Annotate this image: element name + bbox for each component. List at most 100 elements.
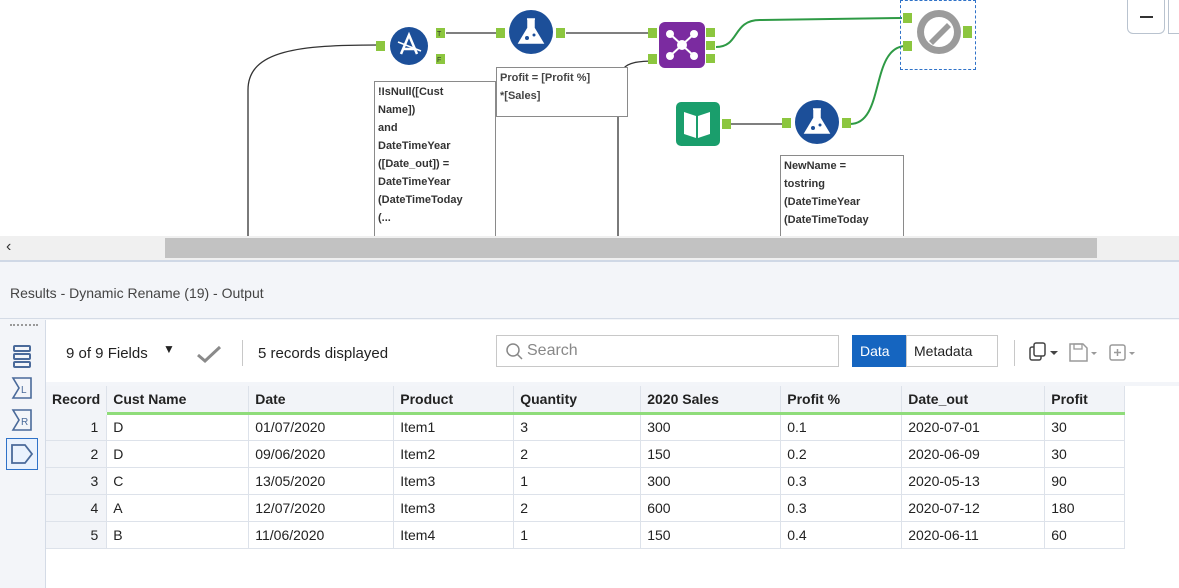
cell-profit[interactable]: 30 <box>1045 413 1125 440</box>
table-row[interactable]: 1 D 01/07/2020 Item1 3 300 0.1 2020-07-0… <box>46 413 1125 440</box>
header-2020-sales[interactable]: 2020 Sales <box>641 386 781 413</box>
results-table-container: Record Cust Name Date Product Quantity 2… <box>46 386 1179 588</box>
dynamic-rename-tool[interactable] <box>900 0 976 70</box>
table-row[interactable]: 4 A 12/07/2020 Item3 2 600 0.3 2020-07-1… <box>46 494 1125 521</box>
add-column-icon[interactable] <box>1108 342 1142 362</box>
cell-product[interactable]: Item2 <box>394 440 514 467</box>
cell-date-out[interactable]: 2020-07-12 <box>902 494 1045 521</box>
grip-handle[interactable] <box>10 324 38 327</box>
text-input-tool[interactable] <box>674 100 734 148</box>
cell-date-out[interactable]: 2020-06-09 <box>902 440 1045 467</box>
header-record[interactable]: Record <box>46 386 107 413</box>
filter-annotation: !IsNull([Cust Name]) and DateTimeYear ([… <box>374 81 496 236</box>
cell-record: 3 <box>46 467 107 494</box>
scrollbar-thumb[interactable] <box>165 238 1097 258</box>
separator <box>242 340 243 366</box>
cell-date[interactable]: 09/06/2020 <box>249 440 394 467</box>
filter-tool[interactable]: T F <box>374 20 454 70</box>
cell-profit-pct[interactable]: 0.1 <box>781 413 902 440</box>
cell-date[interactable]: 12/07/2020 <box>249 494 394 521</box>
workflow-canvas[interactable]: T F <box>0 0 1179 236</box>
cell-cust-name[interactable]: D <box>107 440 249 467</box>
cell-cust-name[interactable]: A <box>107 494 249 521</box>
table-row[interactable]: 2 D 09/06/2020 Item2 2 150 0.2 2020-06-0… <box>46 440 1125 467</box>
cell-profit[interactable]: 30 <box>1045 440 1125 467</box>
cell-product[interactable]: Item1 <box>394 413 514 440</box>
cell-2020-sales[interactable]: 300 <box>641 413 781 440</box>
cell-quantity[interactable]: 1 <box>514 467 641 494</box>
formula-tool-2[interactable] <box>780 98 856 148</box>
cell-quantity[interactable]: 1 <box>514 521 641 548</box>
cell-record: 2 <box>46 440 107 467</box>
header-profit[interactable]: Profit <box>1045 386 1125 413</box>
zoom-control-edge <box>1168 0 1179 34</box>
cell-date[interactable]: 13/05/2020 <box>249 467 394 494</box>
formula-tool[interactable] <box>494 8 570 58</box>
left-output-button[interactable]: L <box>8 374 36 402</box>
header-product[interactable]: Product <box>394 386 514 413</box>
scroll-left-icon[interactable]: ‹ <box>6 238 11 256</box>
right-anchor-icon: R <box>10 408 34 432</box>
results-panel: Results - Dynamic Rename (19) - Output L… <box>0 260 1179 586</box>
table-row[interactable]: 5 B 11/06/2020 Item4 1 150 0.4 2020-06-1… <box>46 521 1125 548</box>
cell-date-out[interactable]: 2020-05-13 <box>902 467 1045 494</box>
cell-cust-name[interactable]: C <box>107 467 249 494</box>
cell-quantity[interactable]: 3 <box>514 413 641 440</box>
cell-product[interactable]: Item3 <box>394 467 514 494</box>
checkmark-icon[interactable] <box>192 344 224 364</box>
cell-profit-pct[interactable]: 0.4 <box>781 521 902 548</box>
cell-profit[interactable]: 180 <box>1045 494 1125 521</box>
cell-profit[interactable]: 90 <box>1045 467 1125 494</box>
cell-2020-sales[interactable]: 150 <box>641 440 781 467</box>
workflow-connections <box>0 0 1179 236</box>
cell-cust-name[interactable]: B <box>107 521 249 548</box>
cell-date-out[interactable]: 2020-07-01 <box>902 413 1045 440</box>
search-icon <box>505 342 523 360</box>
wire-formula-to-rename <box>850 46 905 124</box>
results-title: Results - Dynamic Rename (19) - Output <box>10 285 264 301</box>
right-output-button[interactable]: R <box>8 406 36 434</box>
cell-profit[interactable]: 60 <box>1045 521 1125 548</box>
join-tool[interactable] <box>646 20 718 70</box>
cell-product[interactable]: Item4 <box>394 521 514 548</box>
table-rows-icon <box>11 344 33 368</box>
minus-icon <box>1140 16 1153 18</box>
header-quantity[interactable]: Quantity <box>514 386 641 413</box>
wire-input-to-filter <box>248 45 378 236</box>
data-view-button[interactable]: Data <box>852 335 907 367</box>
cell-profit-pct[interactable]: 0.3 <box>781 494 902 521</box>
output-anchor-button[interactable] <box>6 438 38 470</box>
cell-cust-name[interactable]: D <box>107 413 249 440</box>
cell-2020-sales[interactable]: 150 <box>641 521 781 548</box>
cell-record: 5 <box>46 521 107 548</box>
search-input[interactable] <box>527 340 827 362</box>
cell-profit-pct[interactable]: 0.3 <box>781 467 902 494</box>
cell-quantity[interactable]: 2 <box>514 494 641 521</box>
results-side-toolbar: L R <box>0 320 46 588</box>
cell-profit-pct[interactable]: 0.2 <box>781 440 902 467</box>
header-date[interactable]: Date <box>249 386 394 413</box>
cell-product[interactable]: Item3 <box>394 494 514 521</box>
cell-2020-sales[interactable]: 300 <box>641 467 781 494</box>
zoom-out-button[interactable] <box>1127 0 1165 34</box>
header-date-out[interactable]: Date_out <box>902 386 1045 413</box>
table-view-button[interactable] <box>8 342 36 370</box>
cell-2020-sales[interactable]: 600 <box>641 494 781 521</box>
metadata-view-button[interactable]: Metadata <box>906 335 998 367</box>
header-cust-name[interactable]: Cust Name <box>107 386 249 413</box>
search-box[interactable] <box>496 335 839 367</box>
table-row[interactable]: 3 C 13/05/2020 Item3 1 300 0.3 2020-05-1… <box>46 467 1125 494</box>
anchor-f-label: F <box>437 57 441 64</box>
canvas-horizontal-scrollbar[interactable]: ‹ <box>0 236 1179 260</box>
chevron-down-icon[interactable]: ▼ <box>163 342 175 356</box>
cell-date-out[interactable]: 2020-06-11 <box>902 521 1045 548</box>
cell-date[interactable]: 01/07/2020 <box>249 413 394 440</box>
copy-icon[interactable] <box>1028 342 1062 362</box>
cell-date[interactable]: 11/06/2020 <box>249 521 394 548</box>
cell-quantity[interactable]: 2 <box>514 440 641 467</box>
fields-selector[interactable]: 9 of 9 Fields <box>66 345 148 362</box>
cell-record: 4 <box>46 494 107 521</box>
save-icon[interactable] <box>1068 342 1102 362</box>
header-profit-pct[interactable]: Profit % <box>781 386 902 413</box>
records-displayed: 5 records displayed <box>258 345 388 362</box>
